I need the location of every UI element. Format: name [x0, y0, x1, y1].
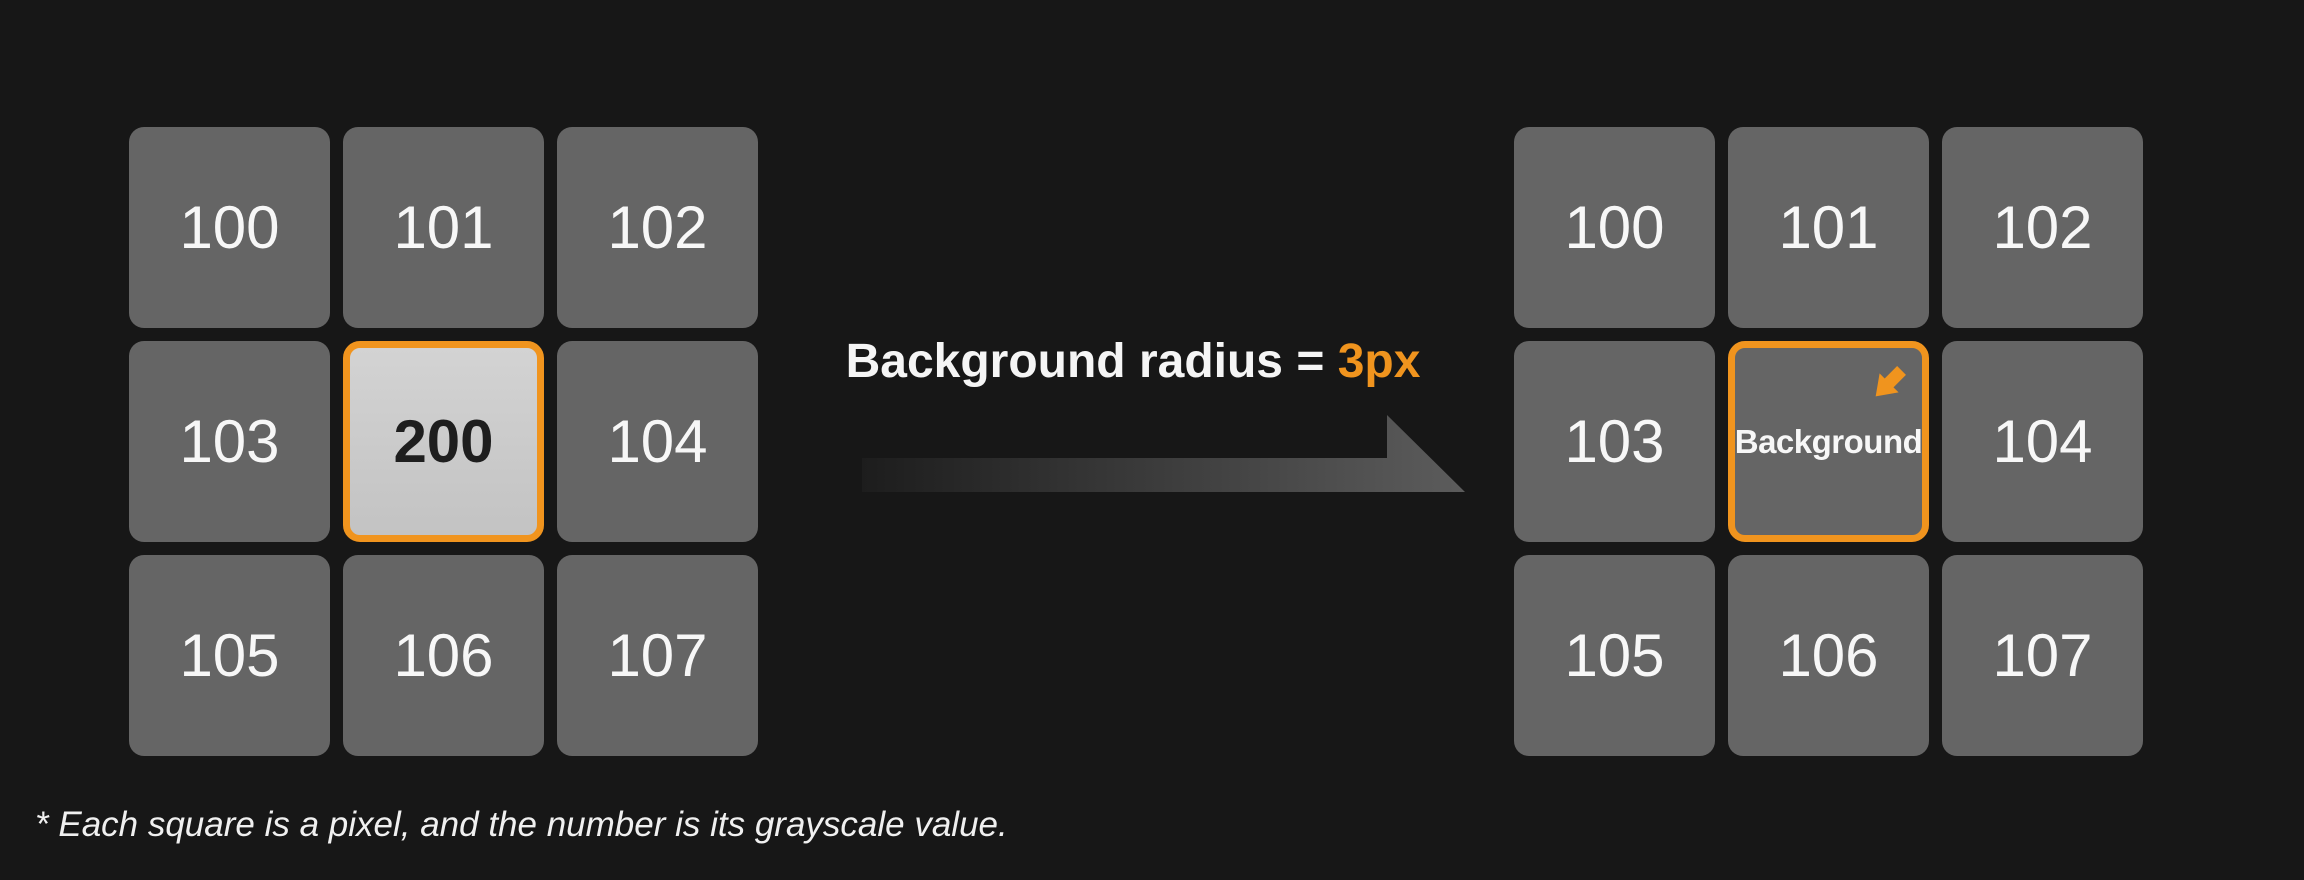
radius-heading-text: Background radius =: [845, 335, 1338, 388]
pixel-cell: 106: [1728, 555, 1929, 756]
pixel-value: 104: [607, 408, 708, 475]
pixel-cell: 100: [129, 127, 330, 328]
pixel-value: 106: [393, 622, 494, 689]
pixel-cell: 100: [1514, 127, 1715, 328]
pixel-cell-background-highlighted: Background: [1728, 341, 1929, 542]
pixel-cell: 101: [343, 127, 544, 328]
radius-heading: Background radius = 3px: [833, 338, 1433, 386]
pixel-cell: 104: [1942, 341, 2143, 542]
pixel-value: 100: [179, 194, 280, 261]
pixel-value: 200: [393, 408, 494, 475]
pixel-cell: 102: [1942, 127, 2143, 328]
pixel-value: 106: [1778, 622, 1879, 689]
pixel-value: 102: [1992, 194, 2093, 261]
background-label: Background: [1734, 422, 1923, 460]
footnote: * Each square is a pixel, and the number…: [35, 805, 1008, 844]
pixel-cell: 103: [1514, 341, 1715, 542]
pixel-cell: 103: [129, 341, 330, 542]
pixel-cell: 107: [557, 555, 758, 756]
pixel-cell-center-highlighted: 200: [343, 341, 544, 542]
pixel-cell: 106: [343, 555, 544, 756]
pixel-cell: 105: [1514, 555, 1715, 756]
pixel-value: 107: [1992, 622, 2093, 689]
pixel-value: 100: [1564, 194, 1665, 261]
pixel-value: 102: [607, 194, 708, 261]
pixel-value: 103: [1564, 408, 1665, 475]
left-pixel-grid: 100 101 102 103 200 104 105 106 107: [129, 127, 758, 756]
pixel-cell: 104: [557, 341, 758, 542]
pixel-value: 104: [1992, 408, 2093, 475]
pixel-value: 105: [179, 622, 280, 689]
pixel-cell: 102: [557, 127, 758, 328]
pixel-value: 103: [179, 408, 280, 475]
southwest-arrow-icon: [1875, 366, 1906, 397]
pixel-cell: 105: [129, 555, 330, 756]
transform-arrow: [862, 415, 1465, 492]
pixel-value: 101: [1778, 194, 1879, 261]
right-pixel-grid: 100 101 102 103 Background 104 105 106 1…: [1514, 127, 2143, 756]
pixel-cell: 101: [1728, 127, 1929, 328]
radius-value: 3px: [1337, 335, 1421, 388]
pixel-value: 101: [393, 194, 494, 261]
pixel-value: 105: [1564, 622, 1665, 689]
pixel-value: 107: [607, 622, 708, 689]
pixel-cell: 107: [1942, 555, 2143, 756]
